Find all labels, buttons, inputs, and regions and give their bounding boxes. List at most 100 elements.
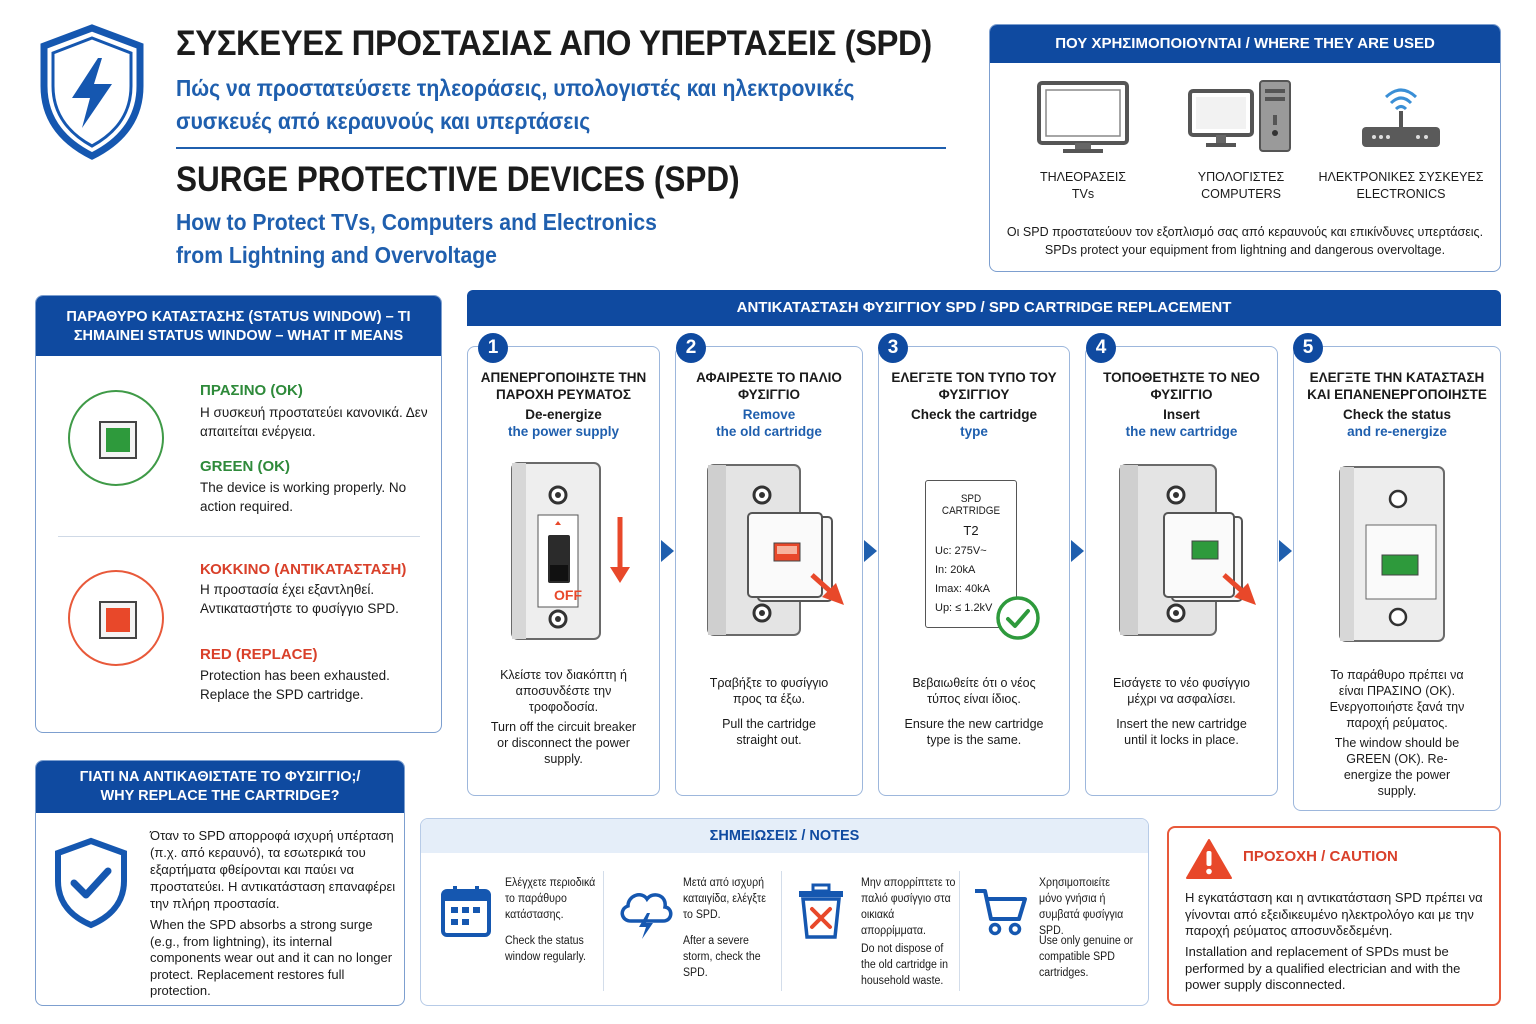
caution-text-gr: Η εγκατάσταση και η αντικατάσταση SPD πρ…	[1185, 890, 1483, 938]
status-window-title: ΠΑΡΑΘΥΡΟ ΚΑΤΑΣΤΑΣΗΣ (STATUS WINDOW) – ΤΙ…	[36, 296, 441, 356]
step-3-number: 3	[878, 333, 908, 363]
step-5-en1: Check the status	[1342, 407, 1452, 422]
step-4-title: ΤΟΠΟΘΕΤΗΣΤΕ ΤΟ ΝΕΟ ΦΥΣΙΓΓΙΟ	[1103, 370, 1260, 402]
step-1-en1: De-energize	[525, 407, 602, 422]
step-3-title: ΕΛΕΓΞΤΕ ΤΟΝ ΤΥΠΟ ΤΟΥ ΦΥΣΙΓΓΙΟΥ	[891, 370, 1057, 402]
breaker-off-label: OFF	[554, 587, 582, 603]
page-title-english: SURGE PROTECTIVE DEVICES (SPD)	[176, 160, 740, 199]
page-subtitle-greek: Πώς να προστατεύσετε τηλεοράσεις, υπολογ…	[176, 75, 855, 134]
step-4-en2: the new cartridge	[1125, 424, 1238, 439]
shopping-cart-icon	[975, 889, 1027, 936]
notes-panel: ΣΗΜΕΙΩΣΕΙΣ / NOTES Ελέγχετε περιοδικά το…	[420, 818, 1149, 1006]
status-green-text-en: The device is working properly. No actio…	[200, 480, 407, 514]
why-replace-title: ΓΙΑΤΙ ΝΑ ΑΝΤΙΚΑΘΙΣΤΑΤΕ ΤΟ ΦΥΣΙΓΓΙΟ;/ WHY…	[36, 761, 404, 813]
note-after-storm: Μετά από ισχυρή καταιγίδα, ελέγξτε το SP…	[607, 875, 785, 993]
step-5-desc-en: The window should be GREEN (OK). Re-ener…	[1334, 736, 1460, 798]
step-5-en2: and re-energize	[1347, 424, 1447, 439]
step-5-number: 5	[1293, 333, 1323, 363]
caution-panel: ΠΡΟΣΟΧΗ / CAUTION Η εγκατάσταση και η αν…	[1167, 826, 1501, 1006]
status-green-head-en: GREEN (OK)	[200, 458, 290, 475]
step-5-desc-gr: Το παράθυρο πρέπει να είναι ΠΡΑΣΙΝΟ (ΟΚ)…	[1329, 668, 1465, 730]
note-1-en: Check the status window regularly.	[505, 935, 586, 963]
note-1-gr: Ελέγχετε περιοδικά το παράθυρο κατάσταση…	[505, 877, 596, 921]
use-label-computer-gr: ΥΠΟΛΟΓΙΣΤΕΣ	[1197, 170, 1285, 184]
note-divider	[781, 871, 782, 991]
status-red-head-gr: ΚΟΚΚΙΝΟ (ΑΝΤΙΚΑΤΑΣΤΑΣΗ)	[200, 561, 407, 578]
use-item-electronics: ΗΛΕΚΤΡΟΝΙΚΕΣ ΣΥΣΚΕΥΕΣ ELECTRONICS	[1316, 77, 1486, 203]
step-1-desc-gr: Κλείστε τον διακόπτη ή αποσυνδέστε την τ…	[500, 668, 627, 714]
where-note-gr: Οι SPD προστατεύουν τον εξοπλισμό σας απ…	[1006, 225, 1484, 239]
step-2-number: 2	[676, 333, 706, 363]
computer-icon	[1188, 80, 1291, 152]
step-2-card: ΑΦΑΙΡΕΣΤΕ ΤΟ ΠΑΛΙΟ ΦΥΣΙΓΓΙΟ Remove the o…	[675, 346, 863, 796]
breaker-off-illustration	[511, 462, 630, 640]
remove-cartridge-illustration	[707, 464, 844, 636]
caution-title: ΠΡΟΣΟΧΗ / CAUTION	[1243, 848, 1398, 865]
status-window-panel: ΠΑΡΑΘΥΡΟ ΚΑΤΑΣΤΑΣΗΣ (STATUS WINDOW) – ΤΙ…	[35, 295, 442, 733]
why-replace-text-en: When the SPD absorbs a strong surge (e.g…	[150, 917, 393, 998]
step-1-number: 1	[478, 333, 508, 363]
trash-bin-icon	[799, 883, 843, 939]
note-dispose: Μην απορρίπτετε το παλιό φυσίγγιο στα οι…	[785, 875, 963, 993]
insert-cartridge-illustration	[1119, 464, 1256, 636]
check-circle-icon	[996, 596, 1040, 640]
note-2-gr: Μετά από ισχυρή καταιγίδα, ελέγξτε το SP…	[683, 877, 766, 921]
cartridge-in: In: 20kA	[935, 564, 976, 576]
tv-icon	[1037, 81, 1129, 153]
status-ok-illustration	[1339, 466, 1445, 642]
why-replace-panel: ΓΙΑΤΙ ΝΑ ΑΝΤΙΚΑΘΙΣΤΑΤΕ ΤΟ ΦΥΣΙΓΓΙΟ;/ WHY…	[35, 760, 405, 1006]
use-label-tv-gr: ΤΗΛΕΟΡΑΣΕΙΣ	[1039, 170, 1127, 184]
use-label-electronics-gr: ΗΛΕΚΤΡΟΝΙΚΕΣ ΣΥΣΚΕΥΕΣ	[1318, 170, 1484, 184]
caution-text-en: Installation and replacement of SPDs mus…	[1185, 944, 1461, 992]
note-genuine: Χρησιμοποιείτε μόνο γνήσια ή συμβατά φυσ…	[963, 875, 1141, 993]
use-label-electronics-en: ELECTRONICS	[1356, 187, 1446, 201]
step-3-card: ΕΛΕΓΞΤΕ ΤΟΝ ΤΥΠΟ ΤΟΥ ΦΥΣΙΓΓΙΟΥ Check the…	[878, 346, 1070, 796]
status-green-text-gr: Η συσκευή προστατεύει κανονικά. Δεν απαι…	[200, 405, 428, 439]
step-arrow-1	[661, 540, 674, 562]
note-2-en: After a severe storm, check the SPD.	[683, 935, 761, 979]
note-4-gr: Χρησιμοποιείτε μόνο γνήσια ή συμβατά φυσ…	[1039, 877, 1124, 937]
step-1-en2: the power supply	[507, 424, 619, 439]
shield-check-icon	[55, 837, 127, 929]
warning-icon	[1186, 839, 1232, 879]
page-subtitle-english: How to Protect TVs, Computers and Electr…	[176, 209, 657, 268]
step-2-en1: Remove	[742, 407, 796, 422]
storm-cloud-icon	[620, 893, 673, 939]
step-5-card: ΕΛΕΓΞΤΕ ΤΗΝ ΚΑΤΑΣΤΑΣΗ ΚΑΙ ΕΠΑΝΕΝΕΡΓΟΠΟΙΗ…	[1293, 346, 1501, 811]
where-used-panel: ΠΟΥ ΧΡΗΣΙΜΟΠΟΙΟΥΝΤΑΙ / WHERE THEY ARE US…	[989, 24, 1501, 272]
step-4-card: ΤΟΠΟΘΕΤΗΣΤΕ ΤΟ ΝΕΟ ΦΥΣΙΓΓΙΟ Insert the n…	[1085, 346, 1278, 796]
use-label-tv-en: TVs	[1071, 187, 1095, 201]
note-divider	[603, 871, 604, 991]
note-divider	[959, 871, 960, 991]
why-replace-text-gr: Όταν το SPD απορροφά ισχυρή υπέρταση (π.…	[150, 828, 396, 911]
status-green-head-gr: ΠΡΑΣΙΝΟ (OK)	[200, 382, 303, 399]
cartridge-up: Up: ≤ 1.2kV	[935, 602, 993, 614]
status-red-indicator	[68, 570, 164, 666]
shield-lightning-icon	[40, 24, 144, 160]
step-2-desc-gr: Τραβήξτε το φυσίγγιο προς τα έξω.	[709, 676, 829, 706]
step-arrow-3	[1071, 540, 1084, 562]
status-green-indicator	[68, 390, 164, 486]
step-2-en2: the old cartridge	[716, 424, 822, 439]
notes-title: ΣΗΜΕΙΩΣΕΙΣ / NOTES	[421, 819, 1148, 853]
step-2-desc-en: Pull the cartridge straight out.	[722, 717, 816, 747]
note-4-en: Use only genuine or compatible SPD cartr…	[1039, 935, 1134, 979]
step-1-card: ΑΠΕΝΕΡΓΟΠΟΙΗΣΤΕ ΤΗΝ ΠΑΡΟΧΗ ΡΕΥΜΑΤΟΣ De-e…	[467, 346, 660, 796]
step-3-en2: type	[960, 424, 988, 439]
status-red-head-en: RED (REPLACE)	[200, 646, 318, 663]
use-item-tv: ΤΗΛΕΟΡΑΣΕΙΣ TVs	[998, 77, 1168, 203]
step-3-desc-gr: Βεβαιωθείτε ότι ο νέος τύπος είναι ίδιος…	[912, 676, 1036, 706]
cartridge-imax: Imax: 40kA	[935, 583, 991, 595]
status-divider	[58, 536, 420, 537]
step-arrow-2	[864, 540, 877, 562]
where-used-note: Οι SPD προστατεύουν τον εξοπλισμό σας απ…	[990, 223, 1500, 259]
step-1-title: ΑΠΕΝΕΡΓΟΠΟΙΗΣΤΕ ΤΗΝ ΠΑΡΟΧΗ ΡΕΥΜΑΤΟΣ	[480, 370, 647, 402]
step-4-number: 4	[1086, 333, 1116, 363]
title-divider	[176, 147, 946, 149]
router-icon	[1362, 88, 1440, 147]
step-3-en1: Check the cartridge	[910, 407, 1038, 422]
cartridge-uc: Uc: 275V~	[935, 545, 987, 557]
cartridge-type: T2	[963, 523, 979, 538]
use-label-computer-en: COMPUTERS	[1201, 187, 1281, 201]
replacement-title: ΑΝΤΙΚΑΤΑΣΤΑΣΗ ΦΥΣΙΓΓΙΟΥ SPD / SPD CARTRI…	[467, 290, 1501, 326]
